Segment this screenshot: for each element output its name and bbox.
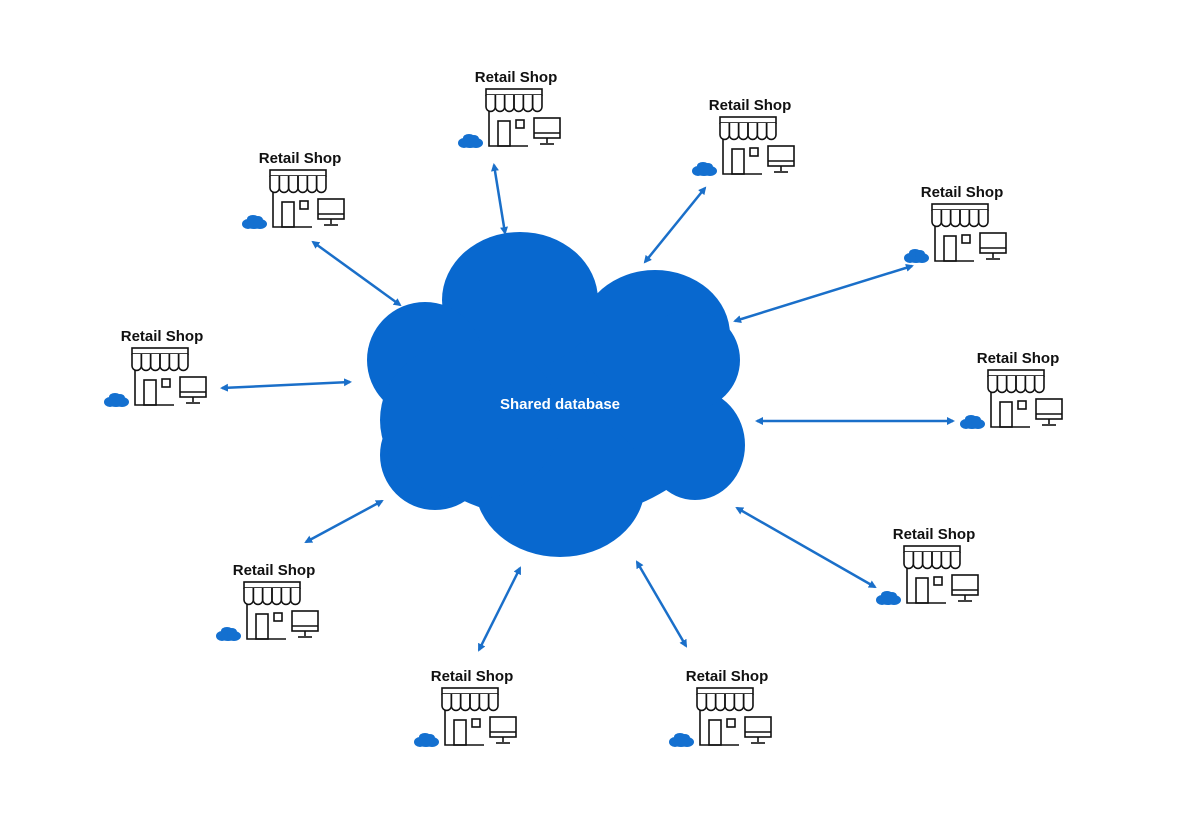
computer-icon <box>767 145 795 173</box>
cloud-icon <box>876 591 901 605</box>
bidirectional-arrow <box>477 566 522 652</box>
bidirectional-arrow <box>735 506 877 589</box>
bidirectional-arrow <box>491 163 508 235</box>
bidirectional-arrow <box>733 263 914 324</box>
retail-shop-label: Retail Shop <box>233 562 316 579</box>
cloud-icon <box>669 733 694 747</box>
cloud-icon <box>692 162 717 176</box>
retail-shop-node: Retail Shop <box>960 350 1063 429</box>
cloud-icon <box>242 215 267 229</box>
store-icon <box>269 169 345 228</box>
cloud-icon <box>216 627 241 641</box>
retail-shop-label: Retail Shop <box>921 184 1004 201</box>
store-icon <box>903 545 979 604</box>
bidirectional-arrow <box>311 240 402 307</box>
shared-database-cloud <box>367 232 745 557</box>
bidirectional-arrow <box>643 186 707 264</box>
retail-shop-label: Retail Shop <box>893 526 976 543</box>
retail-shop-node: Retail Shop <box>904 184 1007 263</box>
computer-icon <box>744 716 772 744</box>
retail-shop-node: Retail Shop <box>104 328 207 407</box>
computer-icon <box>533 117 561 145</box>
computer-icon <box>291 610 319 638</box>
computer-icon <box>317 198 345 226</box>
retail-shop-node: Retail Shop <box>876 526 979 605</box>
retail-shop-label: Retail Shop <box>686 668 769 685</box>
retail-shop-node: Retail Shop <box>669 668 772 747</box>
retail-shop-node: Retail Shop <box>242 150 345 229</box>
retail-shop-node: Retail Shop <box>216 562 319 641</box>
retail-shop-label: Retail Shop <box>431 668 514 685</box>
store-icon <box>696 687 772 746</box>
store-icon <box>131 347 207 406</box>
cloud-icon <box>458 134 483 148</box>
store-icon <box>243 581 319 640</box>
computer-icon <box>1035 398 1063 426</box>
cloud-icon <box>104 393 129 407</box>
bidirectional-arrow <box>635 560 688 648</box>
retail-shop-label: Retail Shop <box>121 328 204 345</box>
store-icon <box>441 687 517 746</box>
computer-icon <box>179 376 207 404</box>
retail-shop-node: Retail Shop <box>414 668 517 747</box>
bidirectional-arrow <box>304 499 384 544</box>
store-icon <box>987 369 1063 428</box>
computer-icon <box>979 232 1007 260</box>
computer-icon <box>489 716 517 744</box>
retail-shop-node: Retail Shop <box>692 97 795 176</box>
cloud-icon <box>414 733 439 747</box>
bidirectional-arrow <box>220 378 352 392</box>
retail-shop-label: Retail Shop <box>977 350 1060 367</box>
retail-shop-label: Retail Shop <box>709 97 792 114</box>
store-icon <box>719 116 795 175</box>
computer-icon <box>951 574 979 602</box>
retail-shop-label: Retail Shop <box>475 69 558 86</box>
cloud-icon <box>904 249 929 263</box>
shared-database-label: Shared database <box>500 396 620 413</box>
store-icon <box>485 88 561 147</box>
store-icon <box>931 203 1007 262</box>
retail-shop-label: Retail Shop <box>259 150 342 167</box>
retail-shop-node: Retail Shop <box>458 69 561 148</box>
cloud-icon <box>960 415 985 429</box>
